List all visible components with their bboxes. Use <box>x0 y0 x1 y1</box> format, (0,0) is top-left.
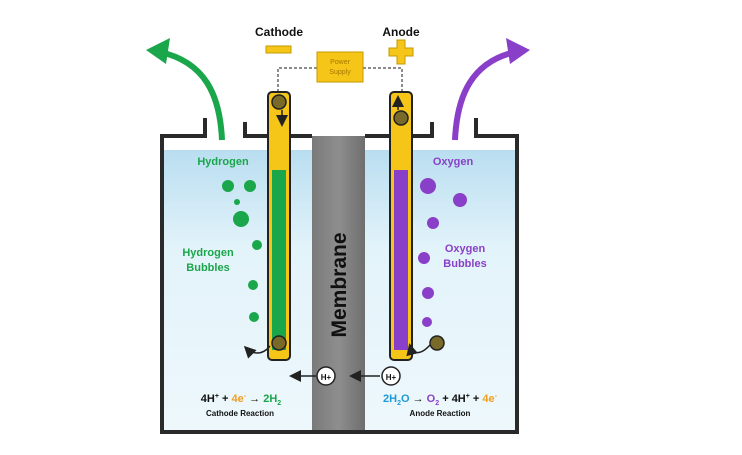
hydrogen-bubbles <box>222 180 262 322</box>
hydrogen-outlet-arrow <box>159 49 225 141</box>
membrane-label: Membrane <box>328 232 351 337</box>
proton-anode-label: H+ <box>386 373 397 382</box>
oxygen-outlet-arrow <box>452 49 516 141</box>
oxygen-outlet-arrowhead <box>506 38 530 64</box>
hydrogen-outlet-arrowhead <box>146 38 170 64</box>
electron-anode <box>429 335 445 351</box>
cathode-label: Cathode <box>255 25 303 39</box>
anode-label: Anode <box>382 25 420 39</box>
plus-icon <box>388 39 414 65</box>
anode-electrode <box>389 91 413 361</box>
minus-icon <box>265 45 292 54</box>
proton-membrane-label: H+ <box>321 373 332 382</box>
electron-path-cathode <box>243 345 271 359</box>
hydrogen-bubbles-label-1: Hydrogen <box>182 247 234 259</box>
tank-lid-right <box>365 122 434 138</box>
cathode-electrode <box>267 91 291 361</box>
oxygen-gas-label: Oxygen <box>433 156 474 168</box>
oxygen-bubbles-label-1: Oxygen <box>445 243 486 255</box>
power-supply-label-2: Supply <box>329 69 351 76</box>
hydrogen-gas-label: Hydrogen <box>197 156 249 168</box>
cathode-reaction-title: Cathode Reaction <box>206 409 274 418</box>
oxygen-bubbles-label-2: Bubbles <box>443 258 486 270</box>
anode-reaction-formula: 2H2O → O2 + 4H+ + 4e- <box>383 393 498 407</box>
oxygen-bubbles <box>418 178 467 327</box>
anode-reaction-title: Anode Reaction <box>410 409 471 418</box>
electron-path-anode <box>406 343 431 357</box>
power-supply-label-1: Power <box>330 59 351 66</box>
proton-membrane <box>316 366 336 386</box>
cathode-reaction-formula: 4H+ + 4e- → 2H2 <box>201 393 281 407</box>
proton-anode <box>381 366 401 386</box>
circuit-wire <box>277 67 403 92</box>
hydrogen-bubbles-label-2: Bubbles <box>186 262 229 274</box>
power-supply <box>316 51 364 83</box>
tank <box>160 118 519 434</box>
